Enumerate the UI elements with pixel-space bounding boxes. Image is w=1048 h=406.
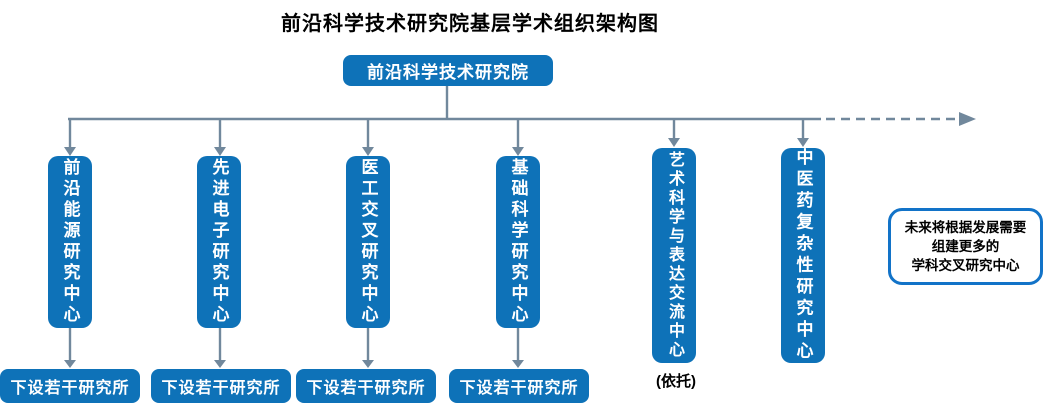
arrowhead-icon bbox=[512, 147, 524, 156]
arrowhead-icon bbox=[64, 360, 76, 368]
sub-institutes-box: 下设若干研究所 bbox=[449, 369, 589, 403]
sub-institutes-label: 下设若干研究所 bbox=[306, 380, 426, 397]
future-note-box: 未来将根据发展需要 组建更多的 学科交叉研究中心 bbox=[888, 208, 1043, 285]
center-box-medical-engineering: 医工交叉研究中心 bbox=[346, 156, 390, 328]
arrowhead-right-icon bbox=[959, 112, 976, 126]
sub-institutes-box: 下设若干研究所 bbox=[151, 369, 291, 403]
arrowhead-icon bbox=[214, 360, 226, 368]
center-box-electronics: 先进电子研究中心 bbox=[197, 156, 241, 328]
arrowhead-icon bbox=[797, 138, 809, 147]
center-box-label: 基础科学研究中心 bbox=[508, 158, 528, 326]
arrowheads bbox=[64, 112, 976, 368]
center-box-basic-science: 基础科学研究中心 bbox=[496, 156, 540, 328]
arrowhead-icon bbox=[64, 147, 76, 156]
arrowhead-icon bbox=[362, 360, 374, 368]
sub-institutes-label: 下设若干研究所 bbox=[459, 380, 579, 397]
reliance-note: (依托) bbox=[656, 373, 696, 390]
center-box-label: 前沿能源研究中心 bbox=[60, 158, 80, 326]
arrowhead-icon bbox=[512, 360, 524, 368]
arrowhead-icon bbox=[668, 138, 680, 147]
arrowhead-icon bbox=[214, 147, 226, 156]
chart-title: 前沿科学技术研究院基层学术组织架构图 bbox=[281, 13, 659, 35]
arrowhead-icon bbox=[362, 147, 374, 156]
sub-institutes-label: 下设若干研究所 bbox=[10, 380, 130, 397]
center-box-label: 中医药复杂性研究中心 bbox=[793, 148, 813, 363]
root-node-label: 前沿科学技术研究院 bbox=[367, 63, 529, 82]
center-box-label: 先进电子研究中心 bbox=[209, 158, 229, 326]
future-note-line: 学科交叉研究中心 bbox=[911, 258, 1020, 273]
future-note-line: 组建更多的 bbox=[931, 239, 1000, 254]
root-node: 前沿科学技术研究院 bbox=[343, 55, 553, 86]
sub-institutes-box: 下设若干研究所 bbox=[296, 369, 436, 403]
sub-institutes-label: 下设若干研究所 bbox=[161, 380, 281, 397]
center-box-tcm-complexity: 中医药复杂性研究中心 bbox=[781, 148, 825, 363]
center-box-energy: 前沿能源研究中心 bbox=[48, 156, 92, 328]
future-note-line: 未来将根据发展需要 bbox=[904, 220, 1027, 235]
center-box-label: 医工交叉研究中心 bbox=[358, 158, 378, 326]
sub-institutes-box: 下设若干研究所 bbox=[0, 369, 140, 403]
center-box-label: 艺术科学与表达交流中心 bbox=[666, 151, 683, 360]
center-box-art-science: 艺术科学与表达交流中心 bbox=[652, 148, 696, 363]
